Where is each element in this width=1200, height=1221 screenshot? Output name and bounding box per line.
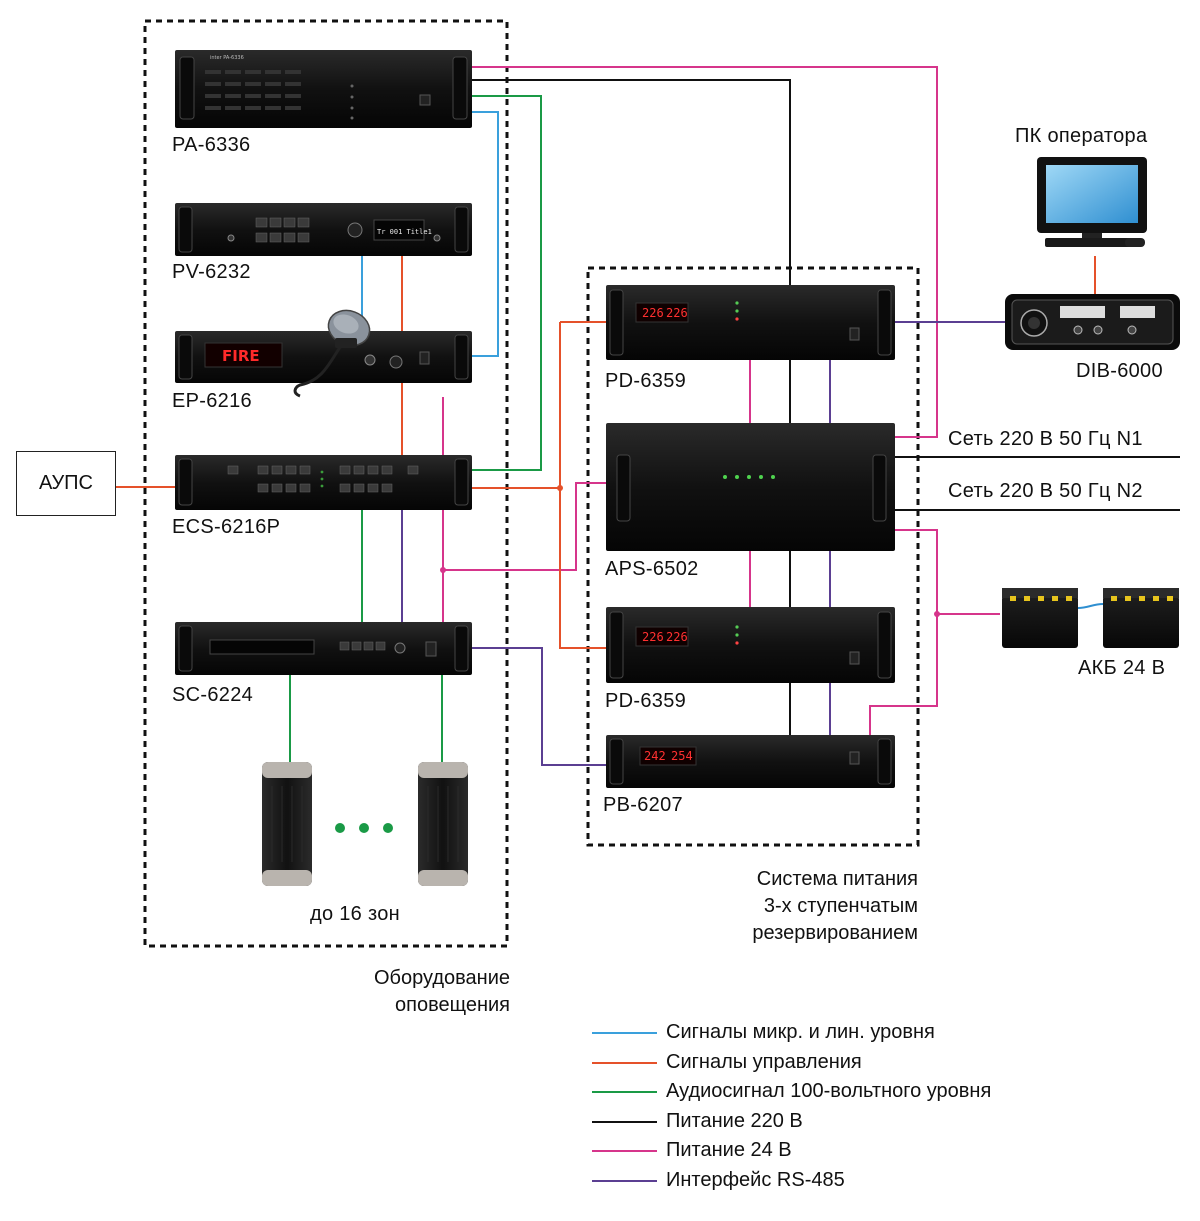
ups-box-label: АУПС xyxy=(39,472,93,494)
battery-icon xyxy=(1103,588,1179,648)
sc6224-label: SC-6224 xyxy=(172,684,254,706)
legend-swatch xyxy=(592,1061,657,1064)
dib6000-label: DIB-6000 xyxy=(1076,360,1163,382)
pb6207-display-b: 254 xyxy=(671,749,693,763)
pd6359-top-label: PD-6359 xyxy=(605,370,687,392)
announcement-caption-line: Оборудование xyxy=(373,967,510,989)
legend-swatch xyxy=(592,1091,657,1093)
power-220v-lines xyxy=(466,79,1180,735)
power-caption-line: Система питания xyxy=(756,868,918,890)
legend-swatch xyxy=(592,1150,657,1152)
microphone-icon xyxy=(293,309,371,398)
power-24v-lines xyxy=(442,66,1000,735)
pb6207-label: PB-6207 xyxy=(603,794,683,816)
aps6502-unit xyxy=(606,423,895,551)
pd6359-top-unit: 226 226 xyxy=(606,285,895,360)
ups-box: АУПС xyxy=(16,451,116,516)
pv6232-unit: Tr 001 Title1 xyxy=(175,203,472,256)
pa6336-label: PA-6336 xyxy=(172,134,251,156)
legend-text: Питание 24 В xyxy=(666,1139,792,1161)
ecs6216p-label: ECS-6216P xyxy=(172,516,281,538)
announcement-caption-line: оповещения xyxy=(395,994,510,1016)
svg-text:inter PA-6336: inter PA-6336 xyxy=(210,55,244,61)
ellipsis-icon xyxy=(335,823,393,833)
ep6216-unit: FIRE xyxy=(175,331,472,383)
legend-item: Аудиосигнал 100-вольтного уровня xyxy=(590,1077,1190,1107)
legend-text: Сигналы микр. и лин. уровня xyxy=(666,1021,935,1043)
legend-text: Аудиосигнал 100-вольтного уровня xyxy=(666,1080,992,1102)
audio-100v-lines xyxy=(289,95,542,762)
pd6359-bottom-unit: 226 226 xyxy=(606,607,895,683)
legend: Сигналы микр. и лин. уровня Сигналы упра… xyxy=(590,1018,1190,1195)
pd6359-bottom-label: PD-6359 xyxy=(605,690,687,712)
speakers-caption: до 16 зон xyxy=(310,903,400,925)
legend-swatch xyxy=(592,1179,657,1182)
legend-item: Сигналы микр. и лин. уровня xyxy=(590,1018,1190,1048)
pd6359-top-display-b: 226 xyxy=(666,306,688,320)
battery-label: АКБ 24 В xyxy=(1078,657,1166,679)
battery-icon xyxy=(1002,588,1078,648)
legend-text: Питание 220 В xyxy=(666,1109,803,1132)
legend-item: Сигналы управления xyxy=(590,1048,1190,1078)
computer-icon xyxy=(1037,157,1147,247)
mains-n1-label: Сеть 220 В 50 Гц N1 xyxy=(948,428,1143,450)
legend-text: Сигналы управления xyxy=(666,1050,862,1073)
pv6232-label: PV-6232 xyxy=(172,261,251,283)
legend-item: Интерфейс RS-485 xyxy=(590,1166,1190,1196)
announcement-group-frame xyxy=(143,19,509,948)
ecs6216p-unit xyxy=(175,455,472,510)
legend-item: Питание 24 В xyxy=(590,1136,1190,1166)
ep6216-label: EP-6216 xyxy=(172,390,252,412)
speaker-icon xyxy=(262,762,312,886)
pb6207-unit: 242 254 xyxy=(606,735,895,788)
power-group-frame xyxy=(586,266,920,847)
dib6000-unit xyxy=(1005,294,1180,350)
ep6216-display: FIRE xyxy=(222,347,260,365)
legend-item: Питание 220 В xyxy=(590,1107,1190,1137)
rs485-lines xyxy=(401,321,1005,766)
battery-link xyxy=(1077,603,1104,609)
legend-swatch xyxy=(592,1120,657,1123)
control-signal-lines xyxy=(116,255,1096,649)
junction-dot xyxy=(440,567,446,573)
mains-n2-label: Сеть 220 В 50 Гц N2 xyxy=(948,480,1143,502)
power-system-caption: Система питания 3-х ступенчатым резервир… xyxy=(700,866,918,947)
pd6359-bottom-display-a: 226 xyxy=(642,630,664,644)
pd6359-bottom-display-b: 226 xyxy=(666,630,688,644)
junction-dot xyxy=(934,611,940,617)
aps6502-label: APS-6502 xyxy=(605,558,699,580)
pa6336-unit: inter PA-6336 xyxy=(175,50,472,128)
power-caption-line: 3-х ступенчатым xyxy=(763,895,918,917)
pb6207-display-a: 242 xyxy=(644,749,666,763)
power-caption-line: резервированием xyxy=(752,922,918,944)
announcement-caption: Оборудование оповещения xyxy=(300,965,510,1019)
pv6232-display: Tr 001 Title1 xyxy=(377,228,432,236)
operator-pc-label: ПК оператора xyxy=(1015,125,1148,147)
sc6224-unit xyxy=(175,622,472,675)
legend-text: Интерфейс RS-485 xyxy=(666,1168,845,1191)
speaker-icon xyxy=(418,762,468,886)
legend-swatch xyxy=(592,1032,657,1034)
pd6359-top-display-a: 226 xyxy=(642,306,664,320)
junction-dot xyxy=(557,485,563,491)
